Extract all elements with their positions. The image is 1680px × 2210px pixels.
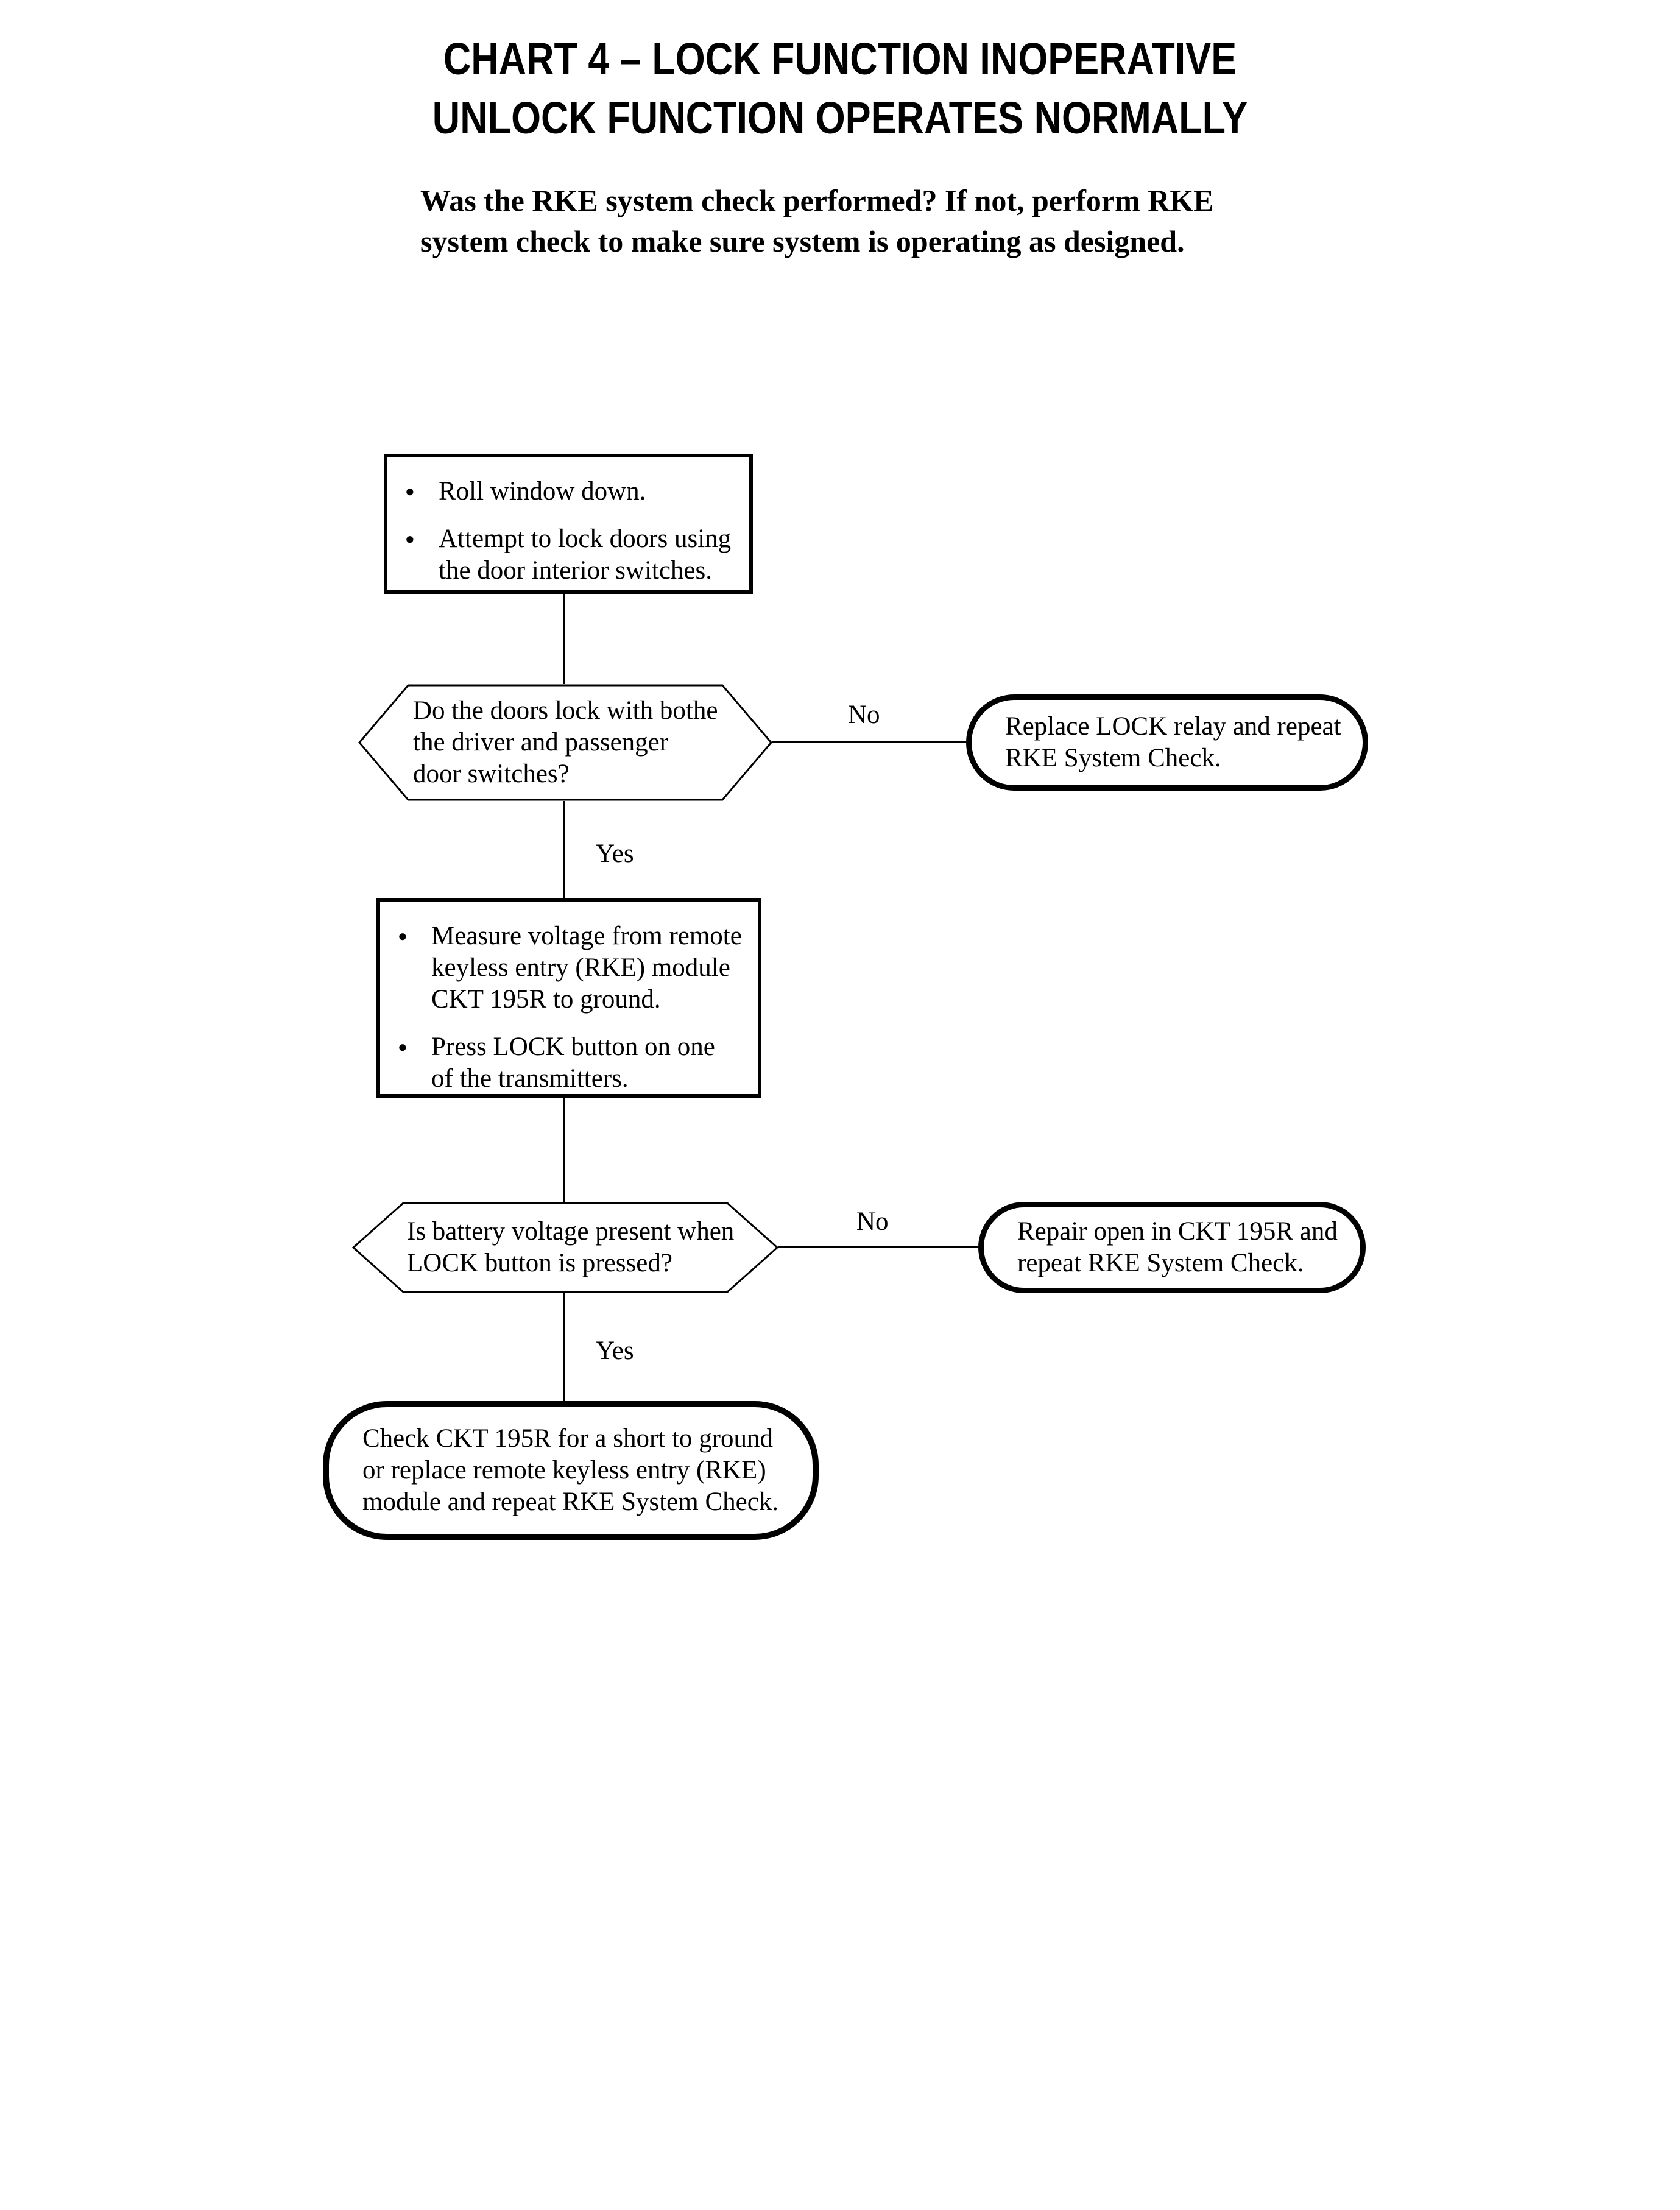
- decision1-yes-label: Yes: [596, 839, 634, 868]
- hexagon-shape: [352, 1202, 778, 1293]
- no-action2-text: Repair open in CKT 195R and repeat RKE S…: [1017, 1217, 1338, 1277]
- step1-bullet-2-text: Attempt to lock doors using the door int…: [439, 524, 732, 585]
- step2-bullet-2: ● Press LOCK button on one of the transm…: [380, 1031, 758, 1095]
- bullet-icon: ●: [405, 482, 415, 500]
- decision2-question: Is battery voltage present when LOCK but…: [407, 1217, 735, 1277]
- chart-title: CHART 4 – LOCK FUNCTION INOPERATIVE UNLO…: [0, 29, 1680, 147]
- connector-decision1-no: [772, 741, 966, 743]
- node-terminal: Check CKT 195R for a short to ground or …: [323, 1401, 819, 1540]
- decision2-no-label: No: [856, 1207, 889, 1236]
- chart-title-line2: UNLOCK FUNCTION OPERATES NORMALLY: [432, 93, 1248, 143]
- hexagon-shape: [358, 684, 772, 801]
- node-step1: ● Roll window down. ● Attempt to lock do…: [384, 454, 753, 594]
- connector-decision2-terminal: [563, 1293, 565, 1401]
- step2-bullet-1: ● Measure voltage from remote keyless en…: [380, 920, 758, 1015]
- node-decision1: Do the doors lock with bothe the driver …: [358, 684, 772, 801]
- connector-step1-decision1: [563, 594, 565, 684]
- node-no-action2: Repair open in CKT 195R and repeat RKE S…: [978, 1202, 1366, 1293]
- step1-bullet-1: ● Roll window down.: [387, 476, 749, 507]
- step2-bullet-2-text: Press LOCK button on one of the transmit…: [431, 1033, 715, 1093]
- connector-decision1-step2: [563, 801, 565, 898]
- node-no-action1: Replace LOCK relay and repeat RKE System…: [966, 694, 1368, 791]
- node-step2: ● Measure voltage from remote keyless en…: [376, 898, 761, 1098]
- intro-text: Was the RKE system check performed? If n…: [420, 183, 1214, 258]
- decision1-question: Do the doors lock with bothe the driver …: [413, 696, 718, 788]
- bullet-icon: ●: [405, 530, 415, 548]
- connector-decision2-no: [778, 1246, 978, 1248]
- bullet-icon: ●: [398, 927, 408, 945]
- step1-bullet-1-text: Roll window down.: [439, 477, 646, 506]
- decision1-no-label: No: [848, 701, 880, 729]
- connector-step2-decision2: [563, 1098, 565, 1202]
- node-decision2: Is battery voltage present when LOCK but…: [352, 1202, 778, 1293]
- terminal-text: Check CKT 195R for a short to ground or …: [362, 1424, 779, 1516]
- step1-bullet-2: ● Attempt to lock doors using the door i…: [387, 523, 749, 587]
- bullet-icon: ●: [398, 1038, 408, 1056]
- no-action1-text: Replace LOCK relay and repeat RKE System…: [1005, 712, 1341, 772]
- step2-bullet-1-text: Measure voltage from remote keyless entr…: [431, 922, 742, 1014]
- chart-title-line1: CHART 4 – LOCK FUNCTION INOPERATIVE: [443, 34, 1237, 84]
- decision2-yes-label: Yes: [596, 1336, 634, 1365]
